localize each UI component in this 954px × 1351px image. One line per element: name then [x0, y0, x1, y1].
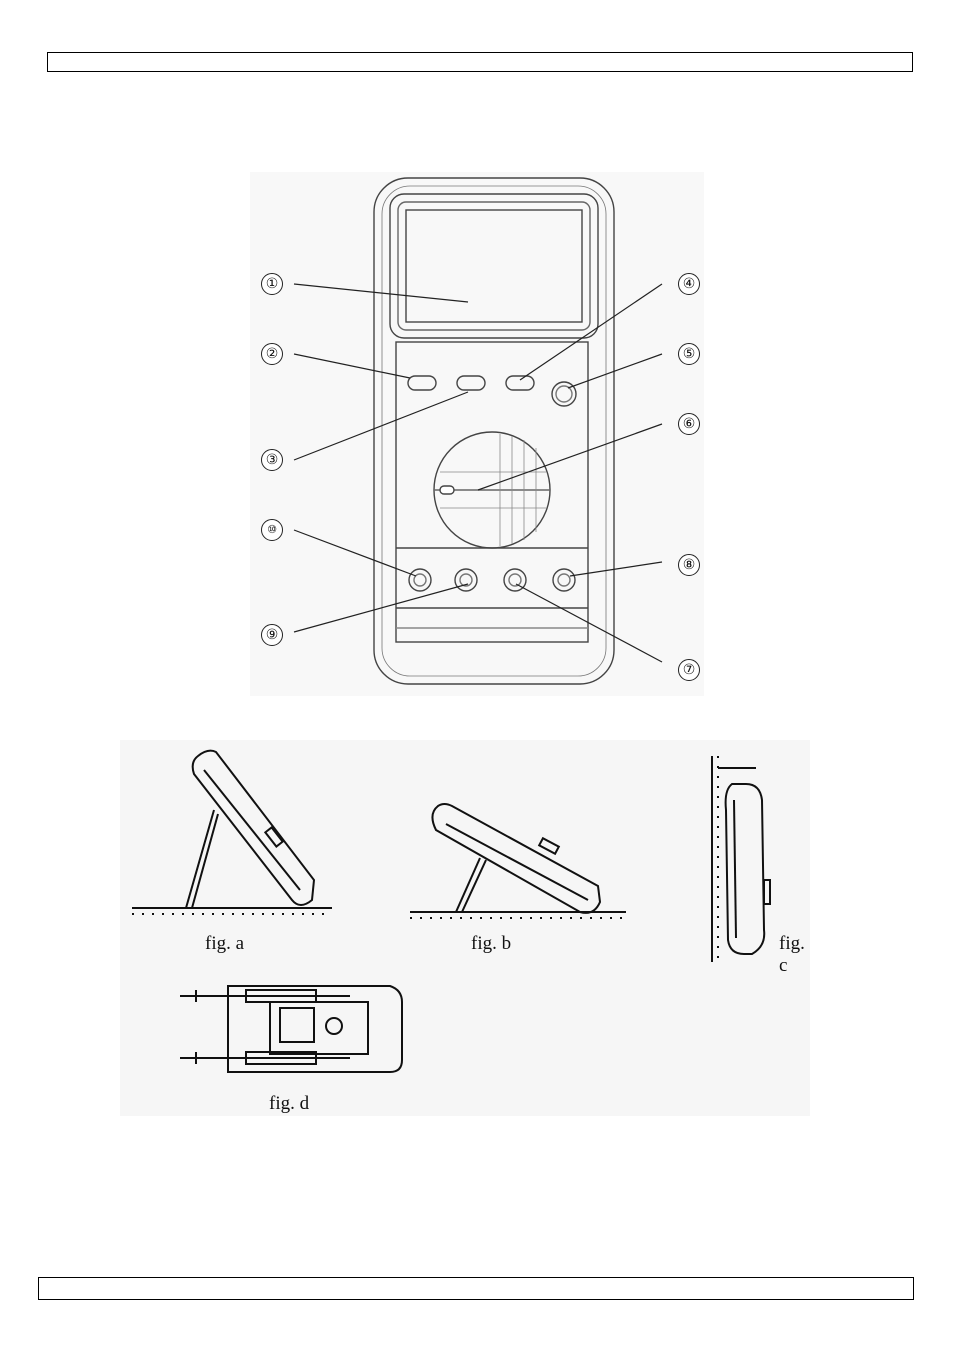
callout-7: ⑦	[678, 659, 700, 681]
meter-diagram: ① ② ③ ④ ⑤ ⑥ ⑦ ⑧ ⑨ ⑩	[250, 172, 704, 696]
fig-d-caption: fig. d	[269, 1093, 309, 1115]
callout-3: ③	[261, 449, 283, 471]
button-3	[506, 376, 534, 390]
fig-c-drawing	[712, 756, 770, 962]
fig-a-drawing	[132, 751, 332, 914]
stand-figures: fig. a fig. b fig. c fig. d	[120, 740, 810, 1116]
jack-10	[409, 569, 431, 591]
callout-2: ②	[261, 343, 283, 365]
callout-10: ⑩	[261, 519, 283, 541]
callout-8: ⑧	[678, 554, 700, 576]
fig-a-caption: fig. a	[205, 933, 244, 955]
fig-b-caption: fig. b	[471, 933, 511, 955]
jack-8	[553, 569, 575, 591]
callout-9: ⑨	[261, 624, 283, 646]
callout-1: ①	[261, 273, 283, 295]
fig-b-drawing	[410, 804, 626, 918]
fig-d-drawing	[180, 986, 402, 1072]
callout-5: ⑤	[678, 343, 700, 365]
button-1	[408, 376, 436, 390]
fig-c-caption: fig. c	[779, 933, 810, 977]
meter-drawing	[250, 172, 704, 696]
callout-6: ⑥	[678, 413, 700, 435]
page-footer-box	[38, 1277, 914, 1300]
lcd-display	[406, 210, 582, 322]
callout-4: ④	[678, 273, 700, 295]
figures-drawing	[120, 740, 810, 1116]
button-2	[457, 376, 485, 390]
jack-9	[455, 569, 477, 591]
display-bezel	[390, 194, 598, 338]
page-header-box	[47, 52, 913, 72]
